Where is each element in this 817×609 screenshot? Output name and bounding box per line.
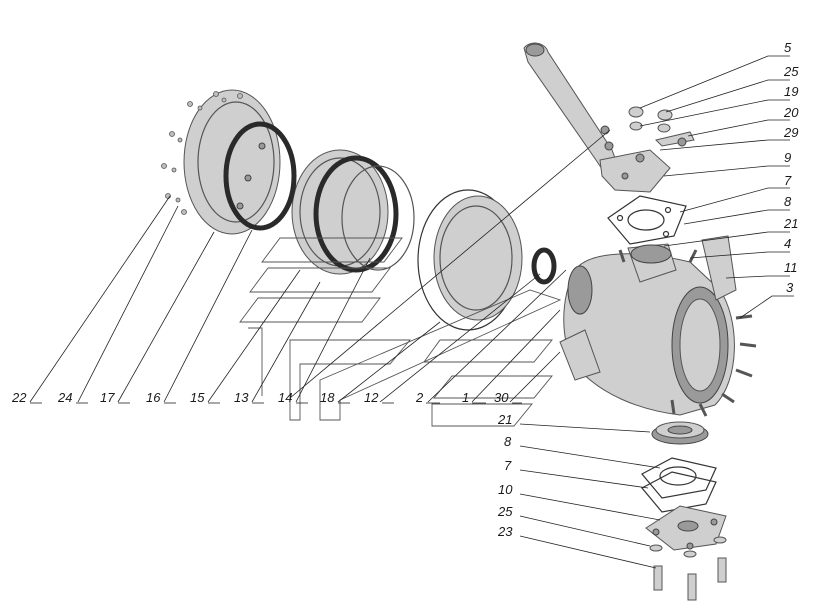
svg-text:29: 29 [783,125,798,140]
steering-arm-part [523,42,671,193]
callout-11: 11 [784,260,798,275]
large-flange-ring [417,189,523,331]
end-cover-flange [183,89,297,235]
svg-text:12: 12 [364,390,379,405]
callout-15: 15 [190,390,220,405]
callout-12: 12 [364,390,394,405]
svg-text:13: 13 [234,390,249,405]
svg-text:5: 5 [784,40,792,55]
svg-text:21: 21 [497,412,512,427]
svg-text:3: 3 [786,280,794,295]
svg-text:8: 8 [504,434,512,449]
housing-studs [618,249,757,417]
svg-text:25: 25 [497,504,513,519]
upper-gasket [607,195,687,245]
callout-1: 1 [462,390,486,405]
lower-gaskets [641,457,717,513]
svg-text:17: 17 [100,390,115,405]
svg-text:14: 14 [278,390,292,405]
callout-22: 22 [11,390,42,405]
svg-text:2: 2 [415,390,424,405]
cover-bolts [161,91,243,215]
callout-19: 19 [784,84,798,99]
callout-8-bottom: 8 [504,434,512,449]
svg-text:24: 24 [57,390,72,405]
svg-text:11: 11 [784,260,798,275]
callout-25-bottom: 25 [497,504,513,519]
callout-23: 23 [497,524,513,539]
callout-17: 17 [100,390,130,405]
callout-9: 9 [784,150,791,165]
svg-text:21: 21 [783,216,798,231]
callout-2: 2 [415,390,440,405]
svg-text:18: 18 [320,390,335,405]
svg-text:10: 10 [498,482,513,497]
callout-5: 5 [784,40,792,55]
middle-rings [291,149,415,275]
callout-8-top: 8 [784,194,792,209]
callout-25-top: 25 [783,64,799,79]
callout-14: 14 [278,390,308,405]
callout-21-top: 21 [783,216,798,231]
svg-text:7: 7 [784,173,792,188]
lower-bolts [649,536,727,601]
svg-text:23: 23 [497,524,513,539]
callout-29: 29 [783,125,798,140]
callout-7-bottom: 7 [504,458,512,473]
callout-3: 3 [786,280,794,295]
svg-text:22: 22 [11,390,27,405]
callout-30: 30 [494,390,522,405]
top-nuts-washers [628,106,695,147]
svg-text:9: 9 [784,150,791,165]
svg-text:20: 20 [783,105,799,120]
svg-text:4: 4 [784,236,791,251]
lower-cover-plate [645,505,727,551]
svg-text:1: 1 [462,390,469,405]
oil-seal-part [531,247,557,285]
callout-13: 13 [234,390,264,405]
callout-10: 10 [498,482,513,497]
svg-text:19: 19 [784,84,798,99]
callout-18: 18 [320,390,350,405]
leader-lines [29,55,794,569]
svg-text:15: 15 [190,390,205,405]
callout-24: 24 [57,390,88,405]
svg-text:16: 16 [146,390,161,405]
svg-text:30: 30 [494,390,509,405]
lower-bearing-part [651,421,709,445]
svg-text:25: 25 [783,64,799,79]
svg-text:8: 8 [784,194,792,209]
callout-21-bottom: 21 [497,412,512,427]
steering-knuckle-housing [559,235,737,416]
callout-16: 16 [146,390,176,405]
callout-20: 20 [783,105,799,120]
svg-text:7: 7 [504,458,512,473]
callout-7-top: 7 [784,173,792,188]
callout-4: 4 [784,236,791,251]
